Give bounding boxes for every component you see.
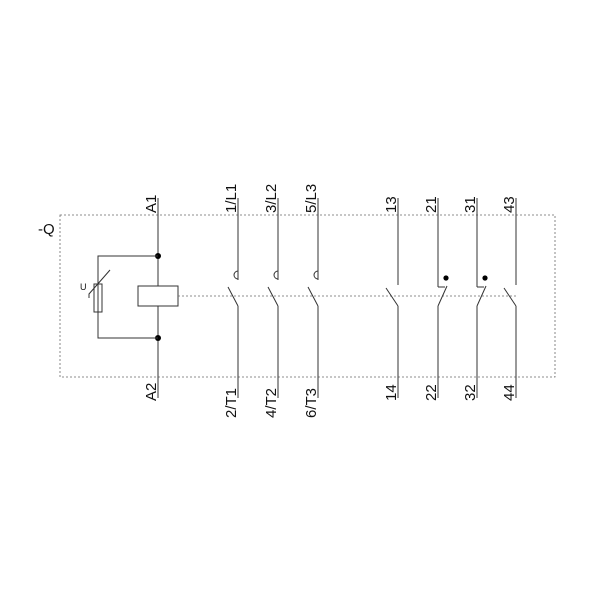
terminal-label-a2: A2 bbox=[143, 383, 160, 401]
device-enclosure bbox=[59, 214, 556, 378]
terminal-label-2-t1: 2/T1 bbox=[223, 388, 240, 418]
main-contact-blade bbox=[307, 286, 319, 307]
main-contact-blade bbox=[227, 286, 239, 307]
nc-contact-blade bbox=[437, 285, 448, 307]
main-contact-l3 bbox=[307, 198, 319, 398]
terminal-label-a1: A1 bbox=[143, 195, 160, 213]
device-designation: -Q bbox=[38, 221, 55, 238]
aux-contact-31-32-nc bbox=[476, 198, 488, 398]
aux-contact-13-14-no bbox=[385, 198, 399, 398]
arc-chute-mark bbox=[273, 270, 279, 280]
no-contact-blade bbox=[503, 287, 517, 307]
nc-contact-blade bbox=[476, 285, 487, 307]
varistor-branch bbox=[97, 255, 158, 339]
terminal-label-43: 43 bbox=[501, 196, 518, 213]
nc-contact-dot bbox=[443, 275, 449, 281]
no-contact-blade bbox=[385, 287, 399, 307]
varistor-label: U bbox=[80, 282, 87, 292]
coil-symbol bbox=[137, 285, 179, 307]
terminal-label-6-t3: 6/T3 bbox=[303, 388, 320, 418]
terminal-label-14: 14 bbox=[383, 384, 400, 401]
nc-contact-dot bbox=[482, 275, 488, 281]
arc-chute-mark bbox=[313, 270, 319, 280]
terminal-label-3-l2: 3/L2 bbox=[263, 184, 280, 213]
main-contact-l1 bbox=[227, 198, 239, 398]
aux-contact-21-22-nc bbox=[437, 198, 449, 398]
terminal-label-22: 22 bbox=[423, 384, 440, 401]
terminal-label-13: 13 bbox=[383, 196, 400, 213]
terminal-label-32: 32 bbox=[462, 384, 479, 401]
terminal-label-21: 21 bbox=[423, 196, 440, 213]
coil-circuit: U bbox=[80, 198, 179, 398]
main-contact-blade bbox=[267, 286, 279, 307]
terminal-label-1-l1: 1/L1 bbox=[223, 184, 240, 213]
terminal-label-44: 44 bbox=[501, 384, 518, 401]
arc-chute-mark bbox=[233, 270, 239, 280]
terminal-label-5-l3: 5/L3 bbox=[303, 184, 320, 213]
main-contact-l2 bbox=[267, 198, 279, 398]
terminal-label-31: 31 bbox=[462, 196, 479, 213]
terminal-label-4-t2: 4/T2 bbox=[263, 388, 280, 418]
varistor-slash bbox=[88, 269, 111, 298]
aux-contact-43-44-no bbox=[503, 198, 517, 398]
